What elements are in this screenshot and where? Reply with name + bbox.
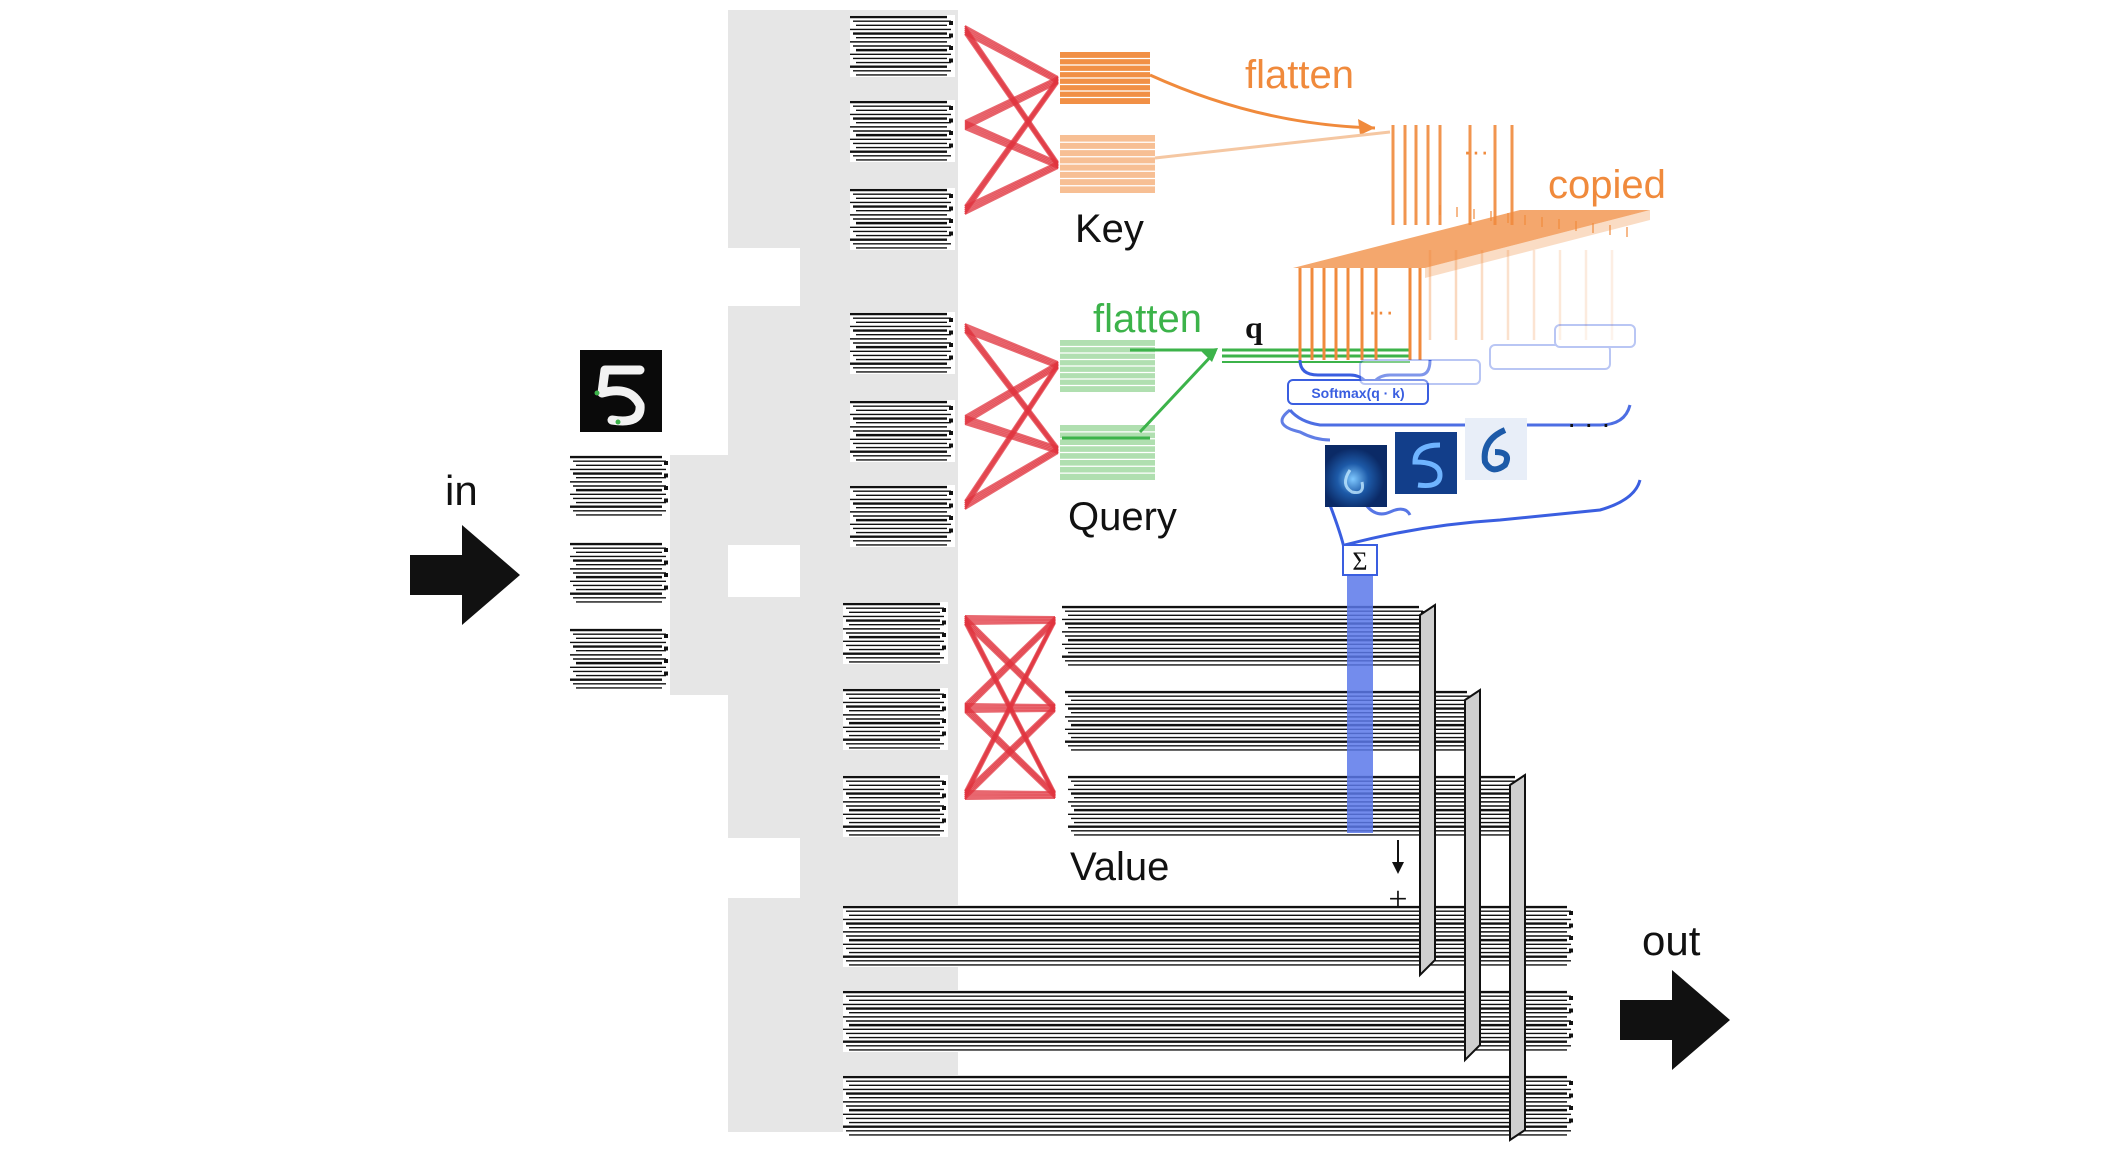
- softmax-label: Softmax(q · k): [1311, 385, 1404, 401]
- key-source-block: [850, 188, 955, 250]
- output-map: [843, 1075, 1575, 1137]
- key-maps: [1060, 52, 1155, 193]
- in-label: in: [445, 467, 478, 514]
- query-source-block: [850, 312, 955, 374]
- sigma-box: [1342, 544, 1378, 576]
- out-arrow-icon: [1620, 970, 1730, 1070]
- softmax-box: [1287, 379, 1429, 405]
- key-vector-ellipsis: ···: [1463, 136, 1489, 166]
- softmax-faded-copies: [1359, 324, 1636, 385]
- out-label: out: [1642, 917, 1701, 964]
- output-map: [843, 990, 1575, 1052]
- query-source-block: [850, 485, 955, 547]
- value-label: Value: [1070, 845, 1169, 889]
- query-source-block: [850, 400, 955, 462]
- value-source-block: [843, 688, 948, 750]
- plus-sign: +: [1388, 881, 1407, 918]
- digit-5-image: [580, 350, 662, 432]
- feature-blocks: [570, 15, 1575, 1137]
- ellipsis-label: · · ·: [1567, 408, 1611, 439]
- value-source-block: [843, 602, 948, 664]
- attention-output-column: [1347, 575, 1373, 833]
- key-flatten-arrow: [1149, 73, 1391, 160]
- in-arrow-icon: [410, 525, 520, 625]
- query-flatten-label: flatten: [1093, 297, 1202, 341]
- key-copied-ellipsis: ···: [1368, 296, 1394, 326]
- connection-lines: [964, 25, 1059, 800]
- input-block: [570, 455, 670, 517]
- key-source-block: [850, 15, 955, 77]
- key-source-block: [850, 100, 955, 162]
- key-flatten-label: flatten: [1245, 53, 1354, 97]
- value-source-block: [843, 775, 948, 837]
- value-map: [1068, 775, 1523, 837]
- attention-heatmap-images: [1325, 418, 1527, 507]
- key-vectors: ··· ···: [1293, 125, 1650, 360]
- query-maps: [1060, 340, 1155, 480]
- input-block: [570, 542, 670, 604]
- value-output-connectors: [1419, 603, 1526, 1142]
- key-label: Key: [1075, 207, 1144, 251]
- sigma-label: Σ: [1352, 547, 1367, 576]
- output-map: [843, 905, 1575, 967]
- query-label: Query: [1068, 495, 1177, 539]
- input-block: [570, 628, 670, 690]
- copied-label: copied: [1548, 163, 1666, 207]
- q-label: q: [1245, 309, 1263, 345]
- residual-add: [1392, 840, 1404, 874]
- query-flatten-arrow: [1130, 348, 1410, 434]
- value-map: [1065, 690, 1475, 752]
